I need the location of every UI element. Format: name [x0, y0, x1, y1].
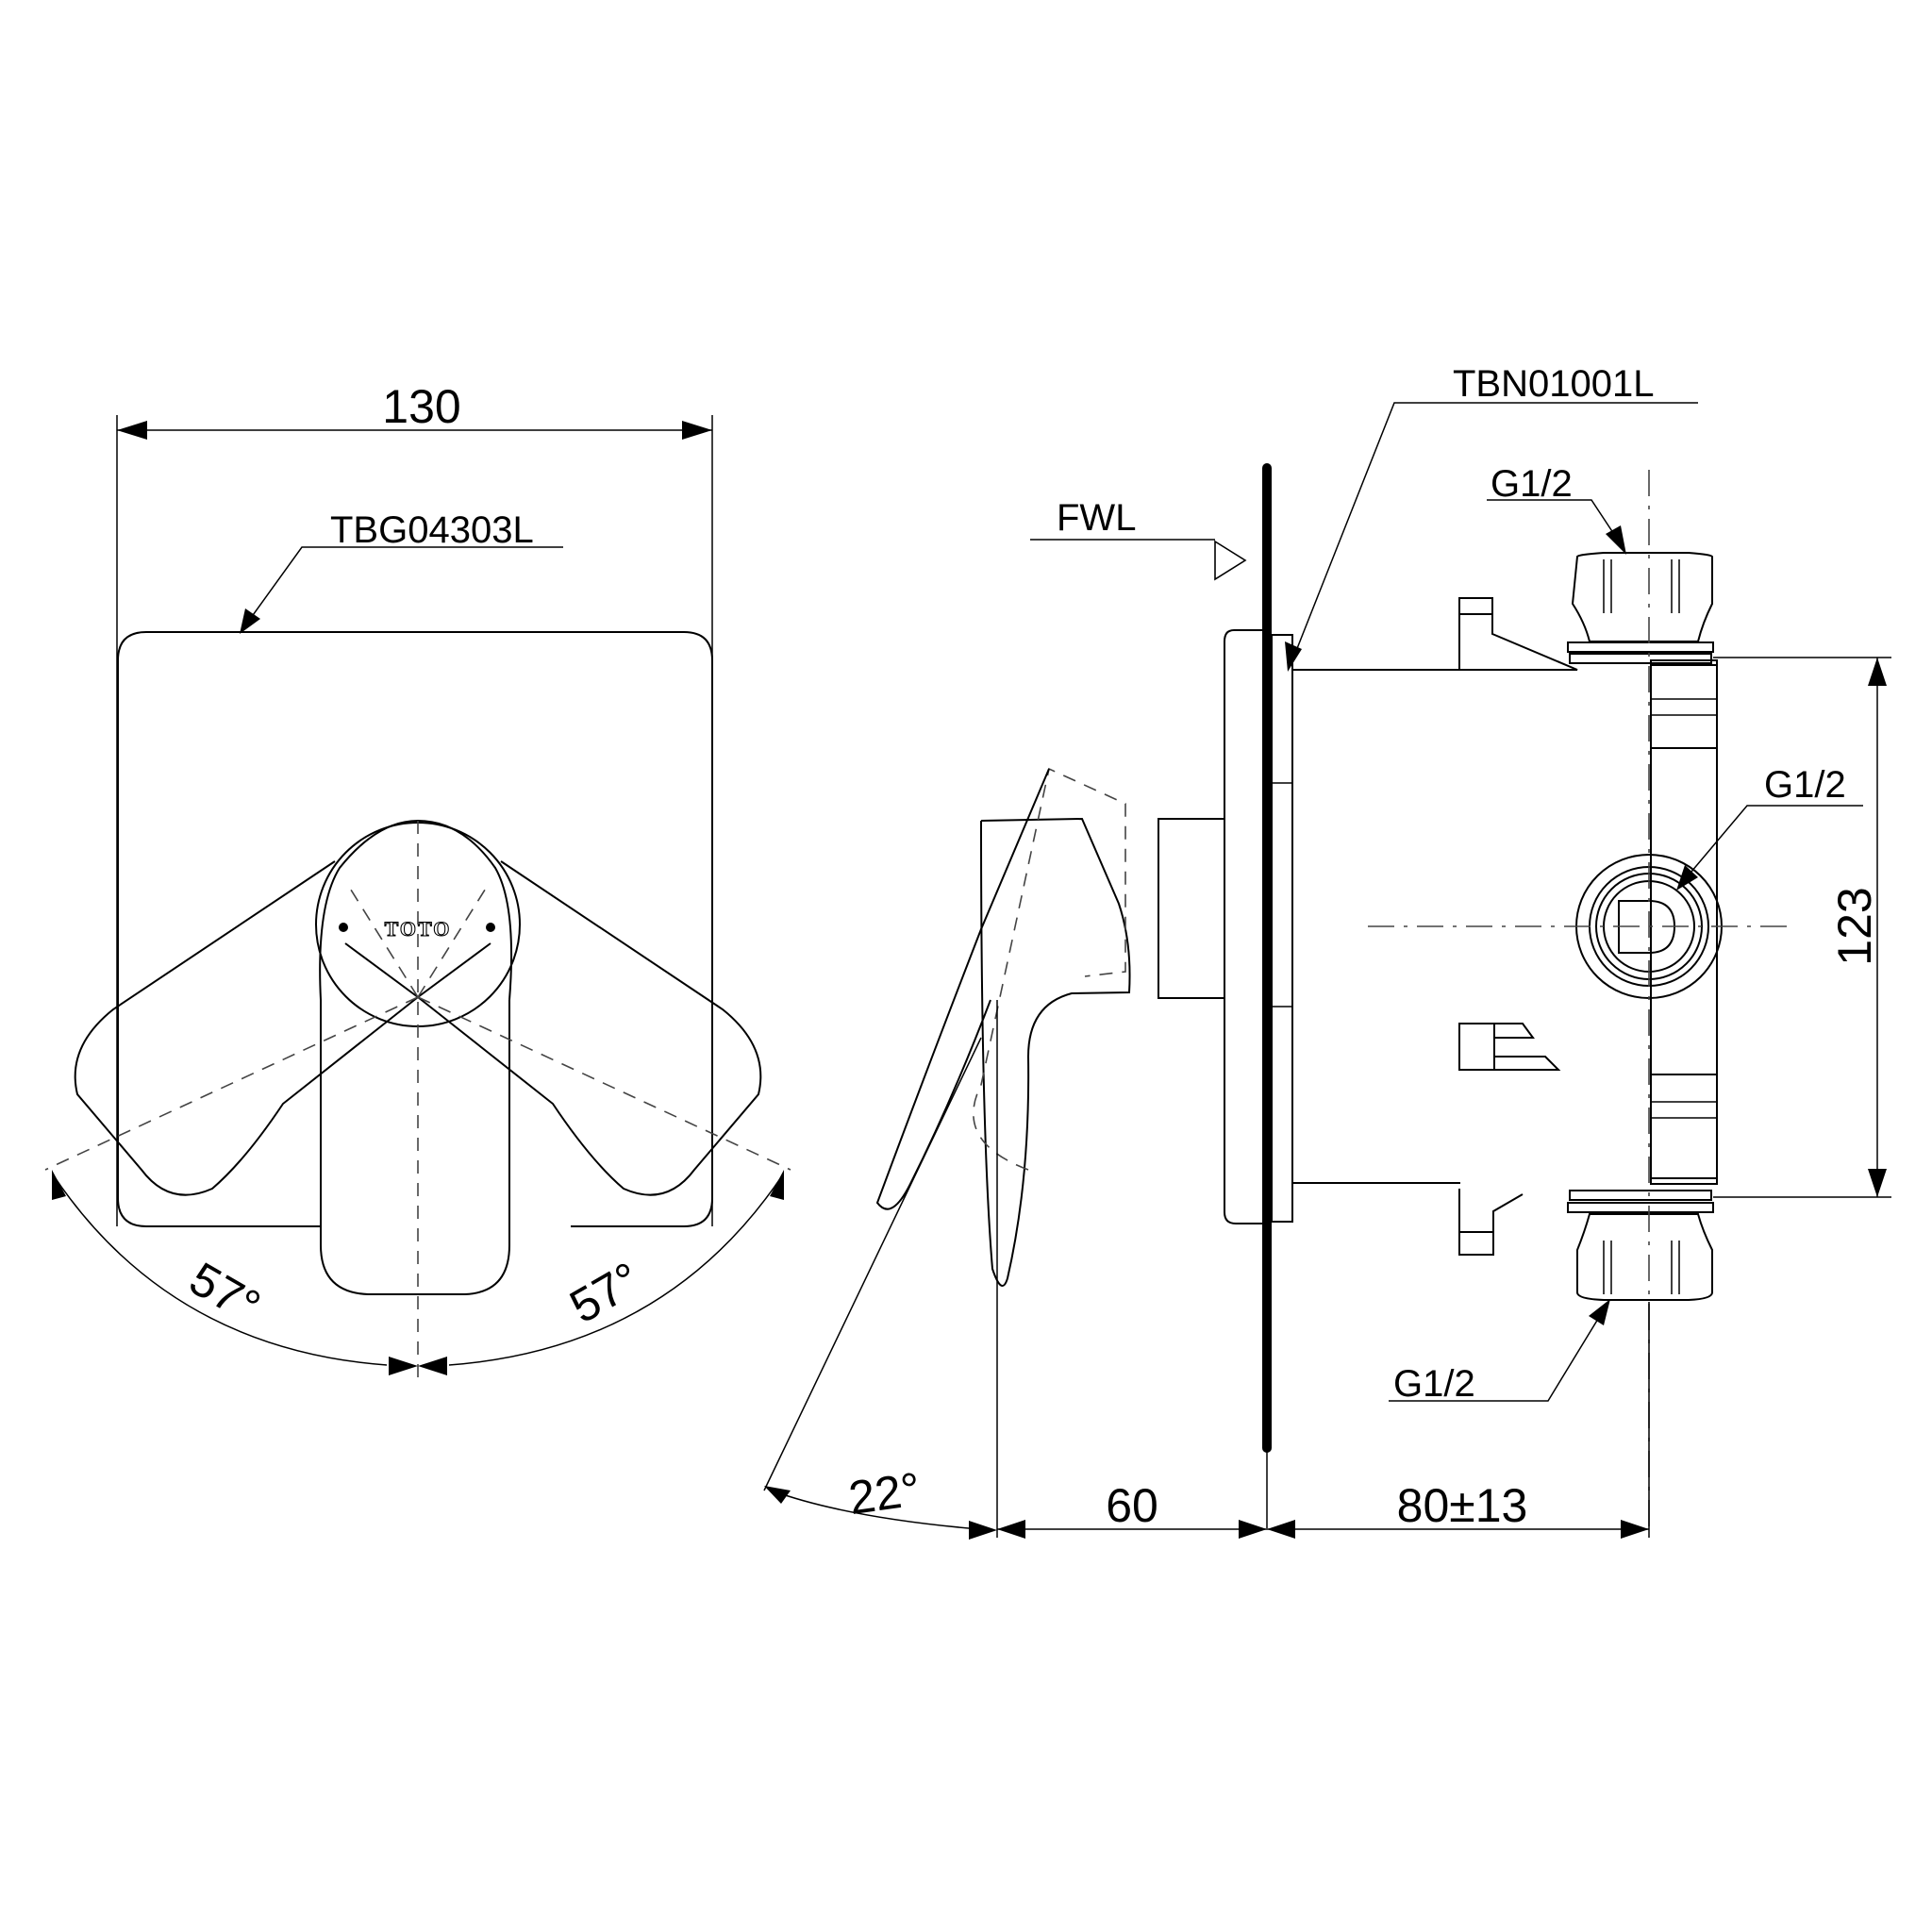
embed-depth-dimension: 80±13 [1267, 1302, 1650, 1539]
side-outlet-thread-label: G1/2 [1764, 764, 1846, 806]
middle-mounting-bracket [1458, 1023, 1561, 1071]
rotation-right-angle-label: 57° [561, 1252, 649, 1333]
embed-depth-dimension-label: 80±13 [1397, 1479, 1528, 1532]
lever-body [320, 1000, 510, 1295]
width-dimension-label: 130 [382, 380, 460, 433]
escutcheon-side [1224, 629, 1262, 1224]
hub-dot-left [339, 923, 348, 932]
top-inlet-thread-callout: G1/2 [1487, 463, 1626, 555]
hub-dot-right [486, 923, 495, 932]
top-inlet-thread-label: G1/2 [1491, 463, 1573, 505]
valve-right-column [1650, 659, 1718, 1185]
handle-rotated-right [344, 860, 762, 1196]
rotation-left-angle-label: 57° [181, 1252, 269, 1333]
bottom-inlet-thread-label: G1/2 [1393, 1363, 1475, 1405]
right-axis-extension [417, 886, 488, 998]
left-rotation-axis [44, 996, 419, 1171]
top-inlet-nut [1567, 552, 1714, 664]
valve-body-leader: TBN01001L [1285, 363, 1698, 672]
toto-logo: TOTO [385, 917, 452, 941]
tilt-angle-label: 22° [845, 1462, 924, 1524]
handle-hub-inner [319, 819, 513, 1001]
left-axis-extension [348, 886, 419, 998]
lever-side-profile [980, 817, 1131, 1287]
front-view: 130 TBG04303L TOTO [44, 380, 791, 1377]
width-dimension: 130 [116, 380, 713, 1226]
top-cartridge-block [1650, 664, 1718, 749]
top-mounting-bracket [1458, 597, 1578, 671]
right-rotation-axis [417, 996, 791, 1171]
escutcheon-flange [1271, 634, 1293, 1223]
lever-rotated-profile [973, 767, 1126, 1171]
side-outlet-thread-callout: G1/2 [1676, 764, 1863, 891]
bottom-mounting-bracket [1458, 1189, 1524, 1256]
bottom-inlet-thread-callout: G1/2 [1389, 1299, 1610, 1405]
cover-plate-part-number: TBG04303L [330, 509, 534, 551]
lever-rotated-solid [875, 768, 1050, 1210]
handle-rotated-left [74, 860, 491, 1196]
tilt-angle-dimension: 22° [763, 1000, 998, 1540]
bottom-inlet-nut [1567, 1190, 1714, 1301]
projection-dimension: 60 [997, 1479, 1267, 1539]
cover-plate-leader: TBG04303L [240, 509, 563, 634]
bottom-cartridge-block [1650, 1074, 1718, 1179]
handle-connector [1158, 818, 1225, 999]
projection-dimension-label: 60 [1106, 1479, 1158, 1532]
cover-plate-outline [117, 631, 713, 1227]
fwl-marker: FWL [1030, 497, 1247, 581]
valve-body-part-number: TBN01001L [1453, 363, 1654, 405]
side-view: FWL TBN01001L [763, 363, 1891, 1540]
inlet-spacing-dimension-label: 123 [1828, 887, 1881, 965]
fwl-label: FWL [1057, 497, 1136, 539]
inlet-spacing-dimension: 123 [1713, 657, 1891, 1198]
